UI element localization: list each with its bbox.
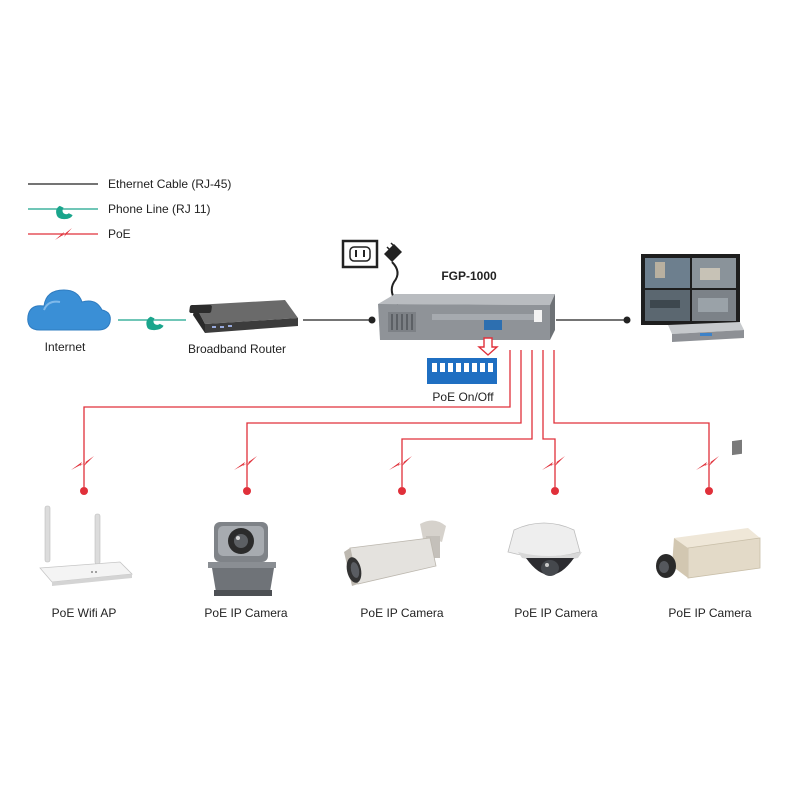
switch-model-label: FGP-1000	[441, 269, 497, 283]
device-label-ptz-camera: PoE IP Camera	[204, 606, 287, 620]
poe-legend-line	[28, 228, 98, 240]
ptz-camera-icon	[208, 522, 276, 596]
router-icon	[189, 300, 298, 333]
device-label-wifi-ap: PoE Wifi AP	[52, 606, 117, 620]
poe-bolt-icons	[71, 456, 719, 470]
monitor-icon	[641, 254, 740, 325]
device-label-box-camera: PoE IP Camera	[668, 606, 751, 620]
legend-poe-label: PoE	[108, 227, 131, 241]
poe-on-off-label: PoE On/Off	[432, 390, 494, 404]
box-camera-icon	[656, 439, 761, 579]
switch-icon	[378, 294, 555, 340]
poe-dip-switch-pointer	[477, 337, 499, 356]
dvr-icon	[668, 322, 744, 342]
bullet-camera-icon	[344, 520, 446, 586]
ethernet-router-switch	[303, 316, 376, 324]
wifi-ap-icon	[39, 505, 133, 586]
poe-cabling	[83, 350, 710, 487]
cloud-icon	[27, 289, 111, 331]
poe-endpoint-dots	[80, 487, 713, 495]
dip-switch-icon	[427, 358, 497, 384]
legend-ethernet-label: Ethernet Cable (RJ-45)	[108, 177, 231, 191]
power-outlet-icon	[341, 239, 379, 269]
ethernet-switch-monitor	[556, 316, 631, 324]
phone-legend-line	[28, 205, 98, 220]
device-label-dome-camera: PoE IP Camera	[514, 606, 597, 620]
internet-label: Internet	[45, 340, 86, 354]
dome-camera-icon	[507, 522, 582, 576]
legend-phone-label: Phone Line (RJ 11)	[108, 202, 211, 216]
router-label: Broadband Router	[188, 342, 286, 356]
phone-line-connection	[118, 316, 186, 331]
device-label-bullet-camera: PoE IP Camera	[360, 606, 443, 620]
legend: Ethernet Cable (RJ-45) Phone Line (RJ 11…	[28, 177, 231, 241]
